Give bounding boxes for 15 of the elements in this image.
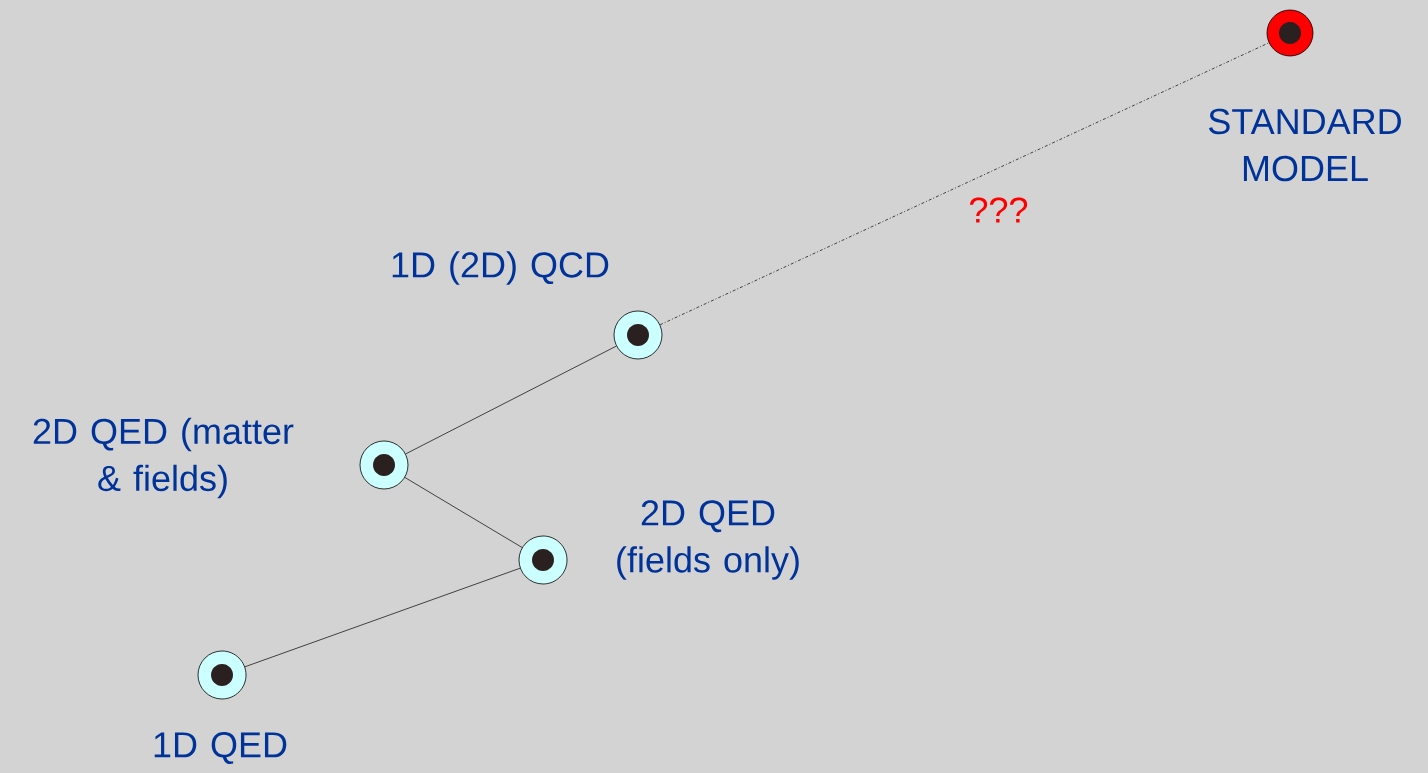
node-label: 2D QED (matter & fields) xyxy=(33,417,294,499)
connector-line xyxy=(659,42,1270,326)
connector-line xyxy=(244,567,521,668)
node-circle xyxy=(359,440,409,490)
node-label: 1D (2D) QCD xyxy=(392,251,609,285)
connector-line xyxy=(405,345,617,455)
node-circle xyxy=(1266,9,1314,57)
edge-label: ??? xyxy=(967,196,1030,224)
node-label: 2D QED (fields only) xyxy=(617,500,799,580)
node-circle xyxy=(613,310,663,360)
node-circle xyxy=(197,650,247,700)
node-label: 1D QED xyxy=(154,732,287,764)
node-label: STANDARD MODEL xyxy=(1208,108,1401,182)
node-circle xyxy=(518,535,568,585)
connector-line xyxy=(404,477,523,548)
